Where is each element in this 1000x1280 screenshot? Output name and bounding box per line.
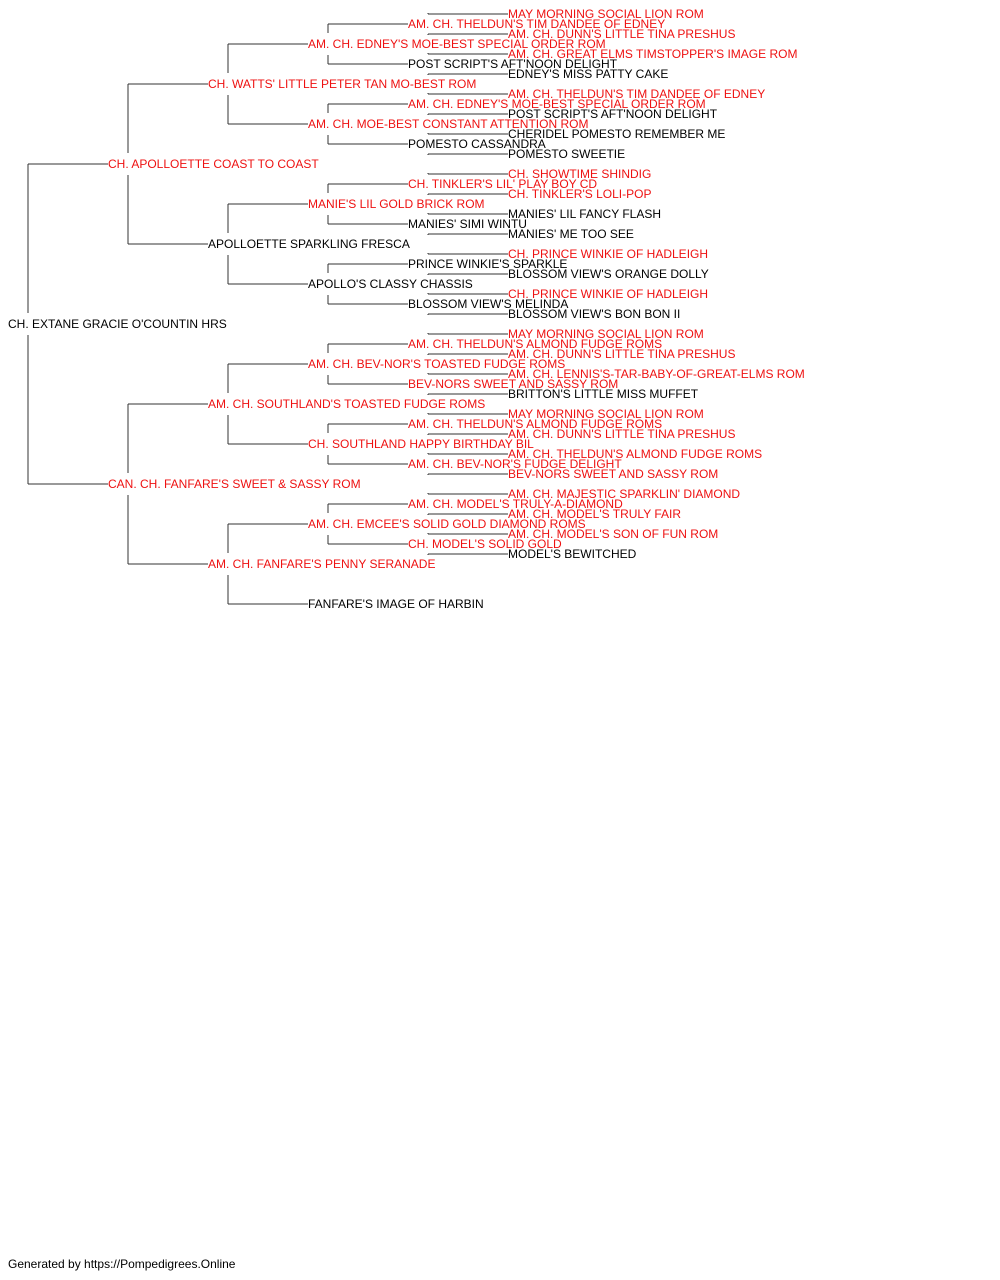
gen5-dam-name[interactable]: BLOSSOM VIEW'S ORANGE DOLLY <box>508 267 709 281</box>
gen5-sire-name[interactable]: AM. CH. MAJESTIC SPARKLIN' DIAMOND <box>508 487 740 501</box>
gen5-dam-name[interactable]: AM. CH. DUNN'S LITTLE TINA PRESHUS <box>508 347 735 361</box>
gen2-sire-name[interactable]: CH. WATTS' LITTLE PETER TAN MO-BEST ROM <box>208 77 476 91</box>
gen5-dam-name[interactable]: BRITTON'S LITTLE MISS MUFFET <box>508 387 699 401</box>
gen4-dam-name[interactable]: MANIES' SIMI WINTU <box>408 217 527 231</box>
gen3-sire-name[interactable]: AM. CH. BEV-NOR'S TOASTED FUDGE ROMS <box>308 357 565 371</box>
gen5-dam-name[interactable]: EDNEY'S MISS PATTY CAKE <box>508 67 668 81</box>
gen5-dam-name[interactable]: POST SCRIPT'S AFT'NOON DELIGHT <box>508 107 718 121</box>
gen5-sire-name[interactable]: MAY MORNING SOCIAL LION ROM <box>508 7 704 21</box>
gen4-dam-name[interactable]: POMESTO CASSANDRA <box>408 137 546 151</box>
gen5-dam-name[interactable]: MODEL'S BEWITCHED <box>508 547 637 561</box>
gen4-dam-name[interactable]: POST SCRIPT'S AFT'NOON DELIGHT <box>408 57 618 71</box>
gen4-dam-name[interactable]: CH. MODEL'S SOLID GOLD <box>408 537 562 551</box>
gen4-sire-name[interactable]: AM. CH. THELDUN'S ALMOND FUDGE ROMS <box>408 337 662 351</box>
gen5-sire-name[interactable]: AM. CH. LENNIS'S-TAR-BABY-OF-GREAT-ELMS … <box>508 367 805 381</box>
gen5-sire-name[interactable]: MAY MORNING SOCIAL LION ROM <box>508 327 704 341</box>
gen5-sire-name[interactable]: CHERIDEL POMESTO REMEMBER ME <box>508 127 725 141</box>
gen4-dam-name[interactable]: BEV-NORS SWEET AND SASSY ROM <box>408 377 618 391</box>
gen5-sire-name[interactable]: AM. CH. GREAT ELMS TIMSTOPPER'S IMAGE RO… <box>508 47 797 61</box>
gen5-sire-name[interactable]: AM. CH. THELDUN'S ALMOND FUDGE ROMS <box>508 447 762 461</box>
gen3-dam-name[interactable]: APOLLO'S CLASSY CHASSIS <box>308 277 473 291</box>
gen5-dam-name[interactable]: CH. TINKLER'S LOLI-POP <box>508 187 651 201</box>
gen4-sire-name[interactable]: AM. CH. THELDUN'S TIM DANDEE OF EDNEY <box>408 17 665 31</box>
gen4-dam-name[interactable]: AM. CH. BEV-NOR'S FUDGE DELIGHT <box>408 457 622 471</box>
gen5-sire-name[interactable]: CH. PRINCE WINKIE OF HADLEIGH <box>508 247 708 261</box>
gen4-sire-name[interactable]: CH. TINKLER'S LIL' PLAY BOY CD <box>408 177 597 191</box>
gen5-sire-name[interactable]: AM. CH. THELDUN'S TIM DANDEE OF EDNEY <box>508 87 765 101</box>
gen5-dam-name[interactable]: POMESTO SWEETIE <box>508 147 625 161</box>
gen5-dam-name[interactable]: BEV-NORS SWEET AND SASSY ROM <box>508 467 718 481</box>
gen4-sire-name[interactable]: AM. CH. EDNEY'S MOE-BEST SPECIAL ORDER R… <box>408 97 706 111</box>
footer-credit: Generated by https://Pompedigrees.Online <box>8 1257 236 1271</box>
gen3-dam-name[interactable]: AM. CH. MOE-BEST CONSTANT ATTENTION ROM <box>308 117 588 131</box>
gen5-sire-name[interactable]: AM. CH. MODEL'S SON OF FUN ROM <box>508 527 718 541</box>
gen2-dam-name[interactable]: APOLLOETTE SPARKLING FRESCA <box>208 237 410 251</box>
gen2-sire-name[interactable]: AM. CH. SOUTHLAND'S TOASTED FUDGE ROMS <box>208 397 485 411</box>
gen5-dam-name[interactable]: AM. CH. MODEL'S TRULY FAIR <box>508 507 681 521</box>
gen5-sire-name[interactable]: CH. PRINCE WINKIE OF HADLEIGH <box>508 287 708 301</box>
subject-name[interactable]: CH. EXTANE GRACIE O'COUNTIN HRS <box>8 317 227 331</box>
gen3-sire-name[interactable]: AM. CH. EMCEE'S SOLID GOLD DIAMOND ROMS <box>308 517 586 531</box>
gen5-dam-name[interactable]: MANIES' ME TOO SEE <box>508 227 634 241</box>
gen3-dam-name[interactable]: FANFARE'S IMAGE OF HARBIN <box>308 597 484 611</box>
gen5-sire-name[interactable]: CH. SHOWTIME SHINDIG <box>508 167 651 181</box>
gen5-dam-name[interactable]: AM. CH. DUNN'S LITTLE TINA PRESHUS <box>508 427 735 441</box>
gen2-dam-name[interactable]: AM. CH. FANFARE'S PENNY SERANADE <box>208 557 435 571</box>
gen3-sire-name[interactable]: AM. CH. EDNEY'S MOE-BEST SPECIAL ORDER R… <box>308 37 606 51</box>
gen5-dam-name[interactable]: BLOSSOM VIEW'S BON BON II <box>508 307 680 321</box>
gen4-sire-name[interactable]: AM. CH. MODEL'S TRULY-A-DIAMOND <box>408 497 623 511</box>
gen3-dam-name[interactable]: CH. SOUTHLAND HAPPY BIRTHDAY BIL <box>308 437 534 451</box>
gen1-sire-name[interactable]: CH. APOLLOETTE COAST TO COAST <box>108 157 319 171</box>
gen4-sire-name[interactable]: AM. CH. THELDUN'S ALMOND FUDGE ROMS <box>408 417 662 431</box>
gen5-dam-name[interactable]: AM. CH. DUNN'S LITTLE TINA PRESHUS <box>508 27 735 41</box>
gen3-sire-name[interactable]: MANIE'S LIL GOLD BRICK ROM <box>308 197 485 211</box>
gen5-sire-name[interactable]: MAY MORNING SOCIAL LION ROM <box>508 407 704 421</box>
gen5-sire-name[interactable]: MANIES' LIL FANCY FLASH <box>508 207 661 221</box>
gen4-dam-name[interactable]: BLOSSOM VIEW'S MELINDA <box>408 297 568 311</box>
gen1-dam-name[interactable]: CAN. CH. FANFARE'S SWEET & SASSY ROM <box>108 477 361 491</box>
gen4-sire-name[interactable]: PRINCE WINKIE'S SPARKLE <box>408 257 567 271</box>
